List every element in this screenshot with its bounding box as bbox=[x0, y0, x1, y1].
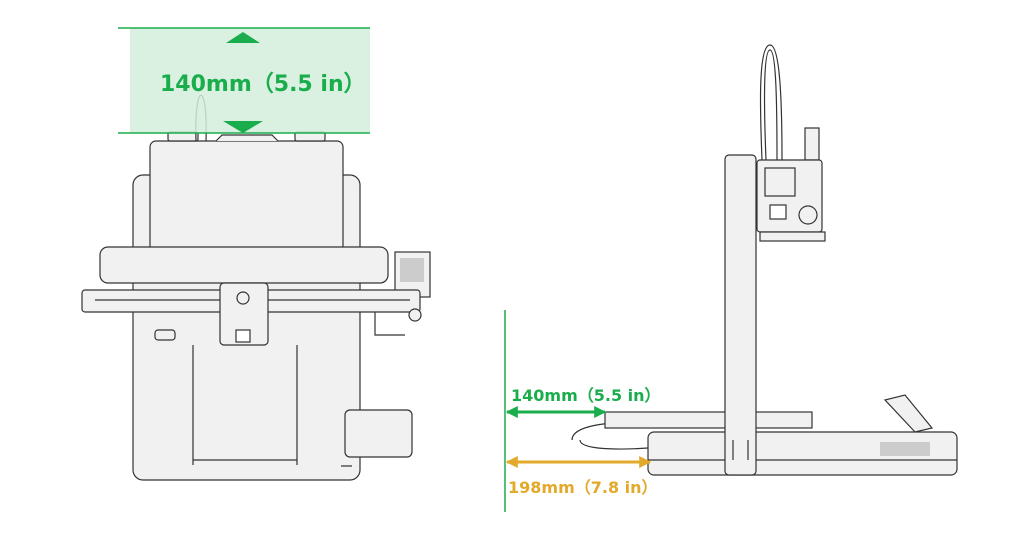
top-view-printer bbox=[81, 94, 431, 481]
arrow-down-icon bbox=[223, 121, 263, 133]
print-bed bbox=[149, 140, 344, 252]
z-column bbox=[724, 154, 757, 476]
toolhead bbox=[219, 282, 269, 346]
top-clearance-label: 140mm（5.5 in） bbox=[160, 72, 366, 97]
side-dimensions bbox=[504, 310, 652, 512]
total-offset-label: 198mm（7.8 in） bbox=[508, 478, 658, 497]
bed-plate bbox=[604, 411, 813, 429]
front-clearance-label: 140mm（5.5 in） bbox=[511, 386, 661, 405]
gantry-bar bbox=[99, 246, 389, 284]
display-screen bbox=[344, 409, 413, 458]
arrow-up-icon bbox=[226, 32, 260, 43]
side-view-printer bbox=[571, 44, 958, 476]
top-clearance-zone bbox=[118, 27, 370, 134]
